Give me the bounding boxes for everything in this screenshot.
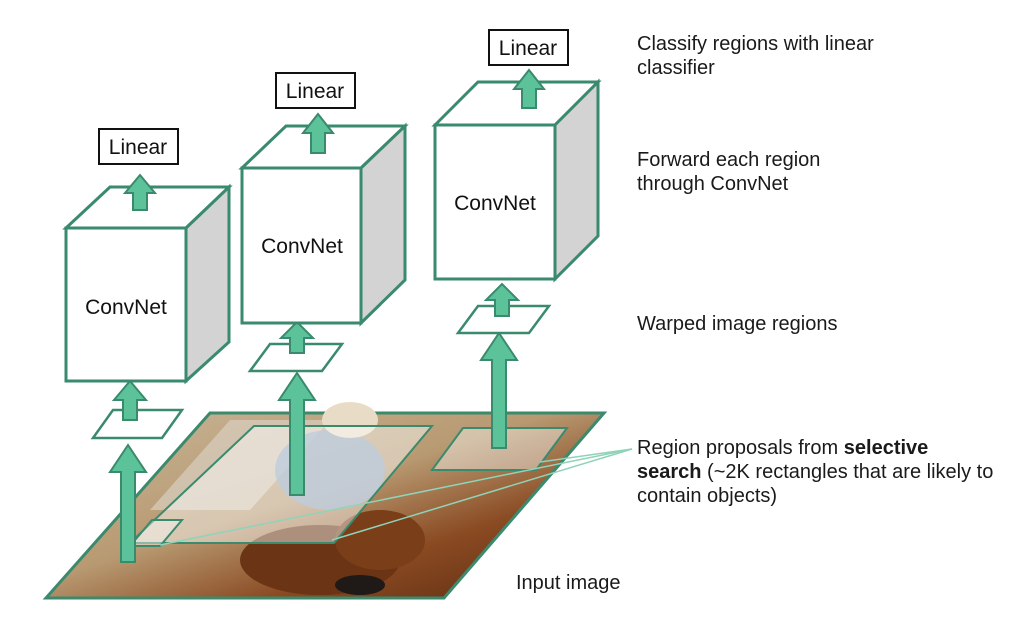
convnet-label-2: ConvNet xyxy=(261,235,343,258)
linear-label-3: Linear xyxy=(499,37,557,60)
input-image-label: Input image xyxy=(516,572,621,594)
short-arrows xyxy=(111,282,521,421)
proposals-prefix: Region proposals from xyxy=(637,437,844,459)
linear-box-1: Linear xyxy=(98,128,179,165)
convnet-box-2: ConvNet xyxy=(238,122,409,327)
proposals-suffix: (~2K rectangles that are likely to conta… xyxy=(637,461,994,507)
step-warp: Warped image regions xyxy=(637,313,838,335)
convnet-label-3: ConvNet xyxy=(454,192,536,215)
linear-label-2: Linear xyxy=(286,80,344,103)
linear-box-2: Linear xyxy=(275,72,356,109)
input-image xyxy=(42,402,608,600)
callout-lines xyxy=(159,448,633,546)
long-arrows xyxy=(108,331,519,563)
step-classify: Classify regions with linear classifier xyxy=(637,33,874,79)
convnet-box-3: ConvNet xyxy=(431,78,602,283)
linear-box-3: Linear xyxy=(488,29,569,66)
step-forward: Forward each region through ConvNet xyxy=(637,149,821,195)
convnet-label-1: ConvNet xyxy=(85,296,167,319)
linear-label-1: Linear xyxy=(109,136,167,159)
proposals-bold: selective search xyxy=(637,437,929,483)
top-arrows xyxy=(122,68,547,211)
convnet-box-1: ConvNet xyxy=(62,183,233,385)
warped-regions xyxy=(90,304,552,440)
step-proposals: Region proposals from selective search (… xyxy=(637,436,997,508)
